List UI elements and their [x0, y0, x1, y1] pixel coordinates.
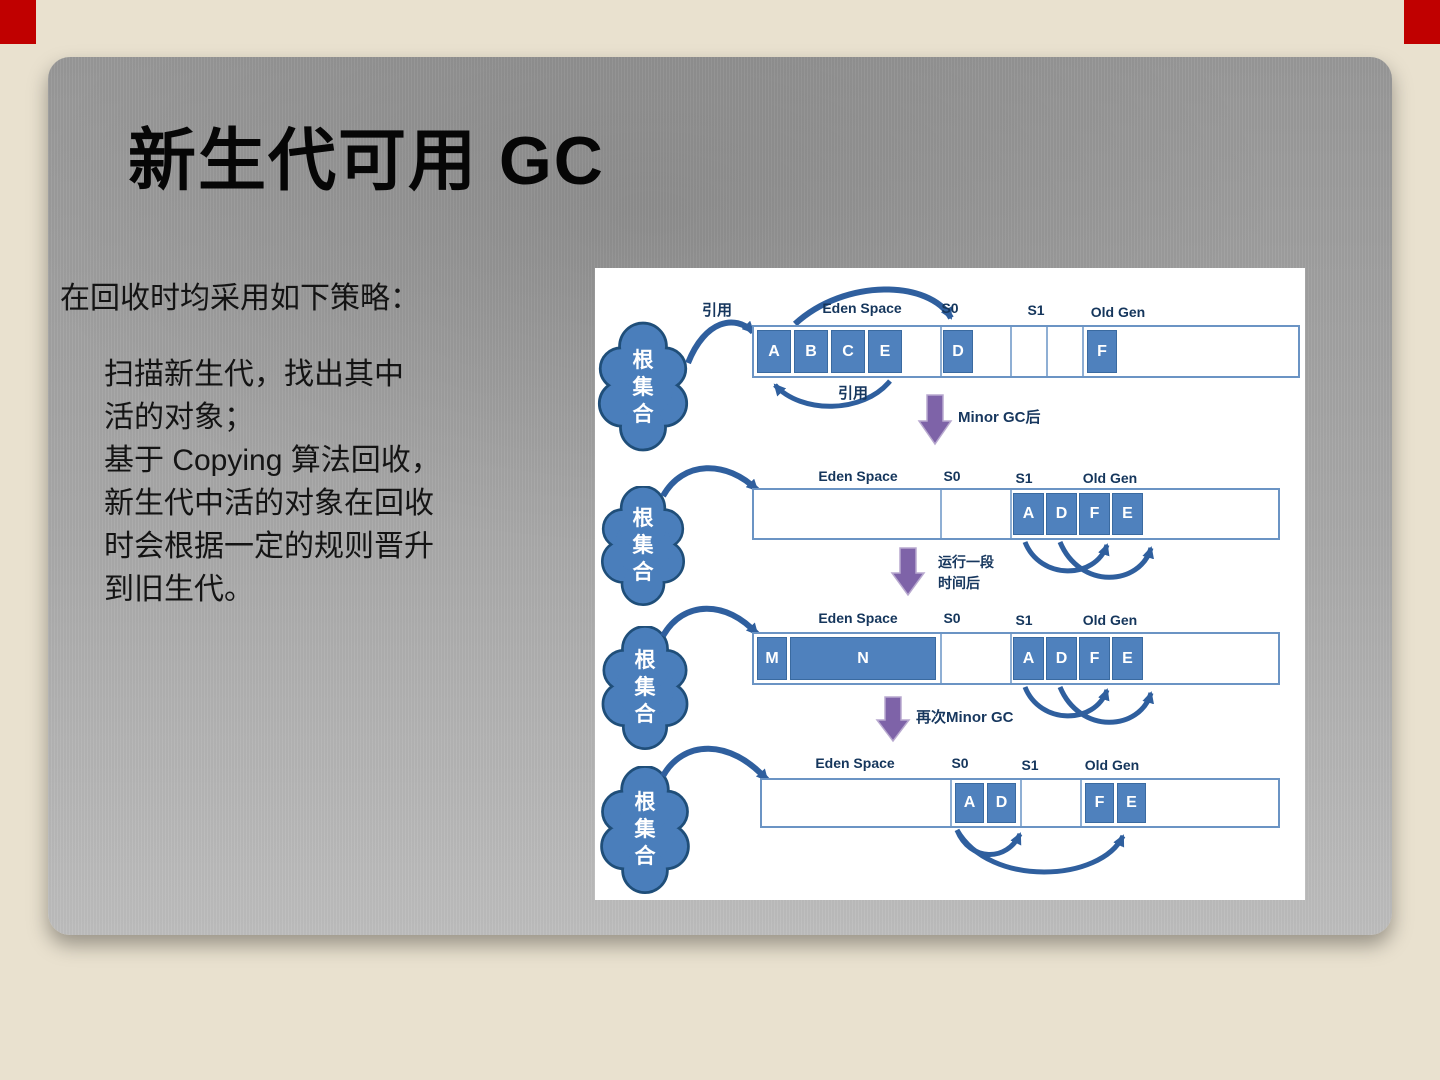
header-old-gen: Old Gen [1082, 612, 1138, 628]
top-right-accent-block [1404, 0, 1440, 44]
time-passes-step-arrow-icon [890, 547, 926, 597]
run-a-while-label-line2: 时间后 [938, 575, 980, 591]
memory-cell-a: A [1013, 493, 1044, 535]
promotion-arrow-icon [1022, 685, 1110, 719]
body-line: 时会根据一定的规则晋升 [104, 530, 434, 563]
header-eden-space: Eden Space [815, 755, 895, 771]
memory-bar-row2: A D F E [752, 488, 1280, 540]
body-line: 活的对象； [104, 401, 254, 434]
page-title: 新生代可用 GC [128, 123, 605, 199]
bar-divider [1020, 780, 1022, 826]
gc-diagram-panel: 根集合 根集合 根集合 根集合 引用 引用 Minor GC后 运行一段 时间后… [595, 268, 1305, 900]
minor-gc-step-arrow-icon [917, 394, 953, 446]
body-line: 新生代中活的对象在回收 [104, 487, 434, 520]
bar-divider [940, 490, 942, 538]
header-eden-space: Eden Space [818, 468, 898, 484]
header-old-gen: Old Gen [1090, 304, 1146, 320]
header-s1: S1 [1021, 757, 1039, 773]
minor-gc-again-label: 再次Minor GC [916, 709, 1014, 726]
root-set-label: 根集合 [632, 507, 654, 584]
memory-cell-b: B [794, 330, 828, 373]
header-s0: S0 [943, 610, 961, 626]
bar-divider [940, 634, 942, 683]
root-reference-arrow-icon [660, 465, 760, 498]
memory-cell-a: A [1013, 637, 1044, 680]
bar-divider [1010, 327, 1012, 376]
bar-divider [950, 780, 952, 826]
bar-divider [1010, 490, 1012, 538]
root-reference-arrow-icon [660, 605, 760, 638]
header-s1: S1 [1027, 302, 1045, 318]
minor-gc-again-step-arrow-icon [875, 696, 911, 743]
memory-cell-a: A [757, 330, 791, 373]
memory-cell-d: D [943, 330, 973, 373]
header-s0: S0 [941, 300, 959, 316]
run-a-while-label-line1: 运行一段 [938, 554, 994, 570]
memory-cell-d: D [987, 783, 1016, 823]
intro-text: 在回收时均采用如下策略： [60, 282, 420, 315]
root-set-label: 根集合 [634, 649, 656, 726]
promotion-arrow-icon [954, 828, 1126, 875]
header-eden-space: Eden Space [822, 300, 902, 316]
body-line: 扫描新生代，找出其中 [104, 358, 404, 391]
memory-cell-f: F [1079, 493, 1110, 535]
memory-cell-c: C [831, 330, 865, 373]
header-old-gen: Old Gen [1082, 470, 1138, 486]
copy-to-survivor-arrow-icon [792, 286, 954, 327]
root-set-label: 根集合 [632, 349, 654, 426]
body-text: 扫描新生代，找出其中 活的对象； 基于 Copying 算法回收， 新生代中活的… [104, 353, 441, 611]
memory-cell-n: N [790, 637, 936, 680]
header-eden-space: Eden Space [818, 610, 898, 626]
header-s1: S1 [1015, 612, 1033, 628]
reference-arrow-icon [685, 319, 756, 365]
root-reference-arrow-icon [660, 745, 770, 782]
memory-cell-d: D [1046, 637, 1077, 680]
memory-cell-e: E [1112, 637, 1143, 680]
memory-cell-e: E [1117, 783, 1146, 823]
memory-cell-e: E [1112, 493, 1143, 535]
memory-cell-f: F [1087, 330, 1117, 373]
memory-bar-row4: A D F E [760, 778, 1280, 828]
reference-label: 引用 [702, 302, 733, 319]
memory-cell-m: M [757, 637, 787, 680]
bar-divider [1082, 327, 1084, 376]
memory-cell-f: F [1079, 637, 1110, 680]
diagram-graphics-layer [595, 286, 1154, 900]
bar-divider [1080, 780, 1082, 826]
memory-cell-e: E [868, 330, 902, 373]
bar-divider [940, 327, 942, 376]
header-s0: S0 [943, 468, 961, 484]
promotion-arrow-icon [1022, 540, 1110, 574]
bar-divider [1010, 634, 1012, 683]
header-s1: S1 [1015, 470, 1033, 486]
reference-label: 引用 [838, 385, 869, 402]
minor-gc-label: Minor GC后 [958, 409, 1041, 426]
reference-arrow-icon [773, 379, 892, 409]
header-s0: S0 [951, 755, 969, 771]
memory-bar-row3: M N A D F E [752, 632, 1280, 685]
slide: 新生代可用 GC 在回收时均采用如下策略： 扫描新生代，找出其中 活的对象； 基… [48, 57, 1392, 935]
top-left-accent-block [0, 0, 36, 44]
bar-divider [1046, 327, 1048, 376]
header-old-gen: Old Gen [1084, 757, 1140, 773]
promotion-arrow-icon [1057, 685, 1154, 725]
promotion-arrow-icon [1057, 540, 1154, 580]
memory-cell-a: A [955, 783, 984, 823]
memory-cell-d: D [1046, 493, 1077, 535]
body-line: 到旧生代。 [104, 573, 254, 606]
memory-cell-f: F [1085, 783, 1114, 823]
memory-bar-row1: A B C E D F [752, 325, 1300, 378]
body-line: 基于 Copying 算法回收， [104, 444, 441, 477]
root-set-label: 根集合 [634, 791, 656, 868]
